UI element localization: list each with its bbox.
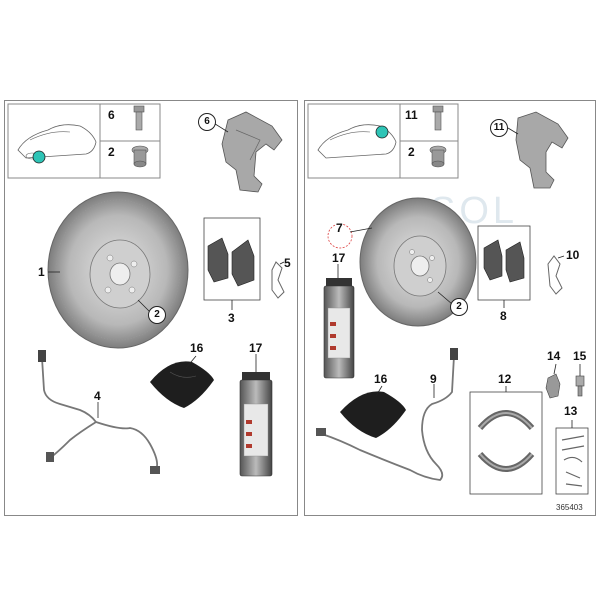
label-part-17-right: 17 [332,252,345,264]
label-part-8: 8 [500,310,507,322]
right-caliper-carrier [516,112,568,188]
left-caliper-carrier [222,112,282,192]
left-screw-part-2 [132,146,148,167]
label-part-6-box: 6 [108,109,115,121]
right-highlight-dot [376,126,388,138]
left-grease-pack [150,361,214,408]
left-highlight-dot [33,151,45,163]
label-part-2-box: 2 [108,146,115,158]
right-screw-part-2 [430,146,446,167]
left-wear-clip [272,262,284,298]
label-part-11-circle: 11 [490,119,508,137]
label-part-4: 4 [94,390,101,402]
left-brake-disc [48,192,188,348]
right-grease-pack [340,391,406,438]
left-wear-sensor [38,350,160,474]
label-part-17: 17 [249,342,262,354]
label-part-2-box-right: 2 [408,146,415,158]
adjuster-part-14 [546,374,560,398]
label-part-2-circle-right: 2 [450,298,468,316]
right-spray-can [324,278,354,378]
label-part-15: 15 [573,350,586,362]
left-car-thumbnail [8,104,100,178]
label-part-16-right: 16 [374,373,387,385]
pin-part-15 [576,376,584,396]
label-part-5: 5 [284,257,291,269]
label-part-6-circle: 6 [198,113,216,131]
diagram-reference-number: 365403 [556,503,583,512]
label-part-7: 7 [336,222,343,234]
label-part-1: 1 [38,266,45,278]
label-part-12: 12 [498,373,511,385]
label-part-3: 3 [228,312,235,324]
label-part-9: 9 [430,373,437,385]
label-part-13: 13 [564,405,577,417]
label-part-16: 16 [190,342,203,354]
label-part-10: 10 [566,249,579,261]
label-part-14: 14 [547,350,560,362]
label-part-2-circle: 2 [148,306,166,324]
right-wear-clip [548,256,562,294]
label-part-11-box: 11 [405,109,418,121]
left-spray-can [240,372,272,476]
right-car-thumbnail [308,104,400,178]
